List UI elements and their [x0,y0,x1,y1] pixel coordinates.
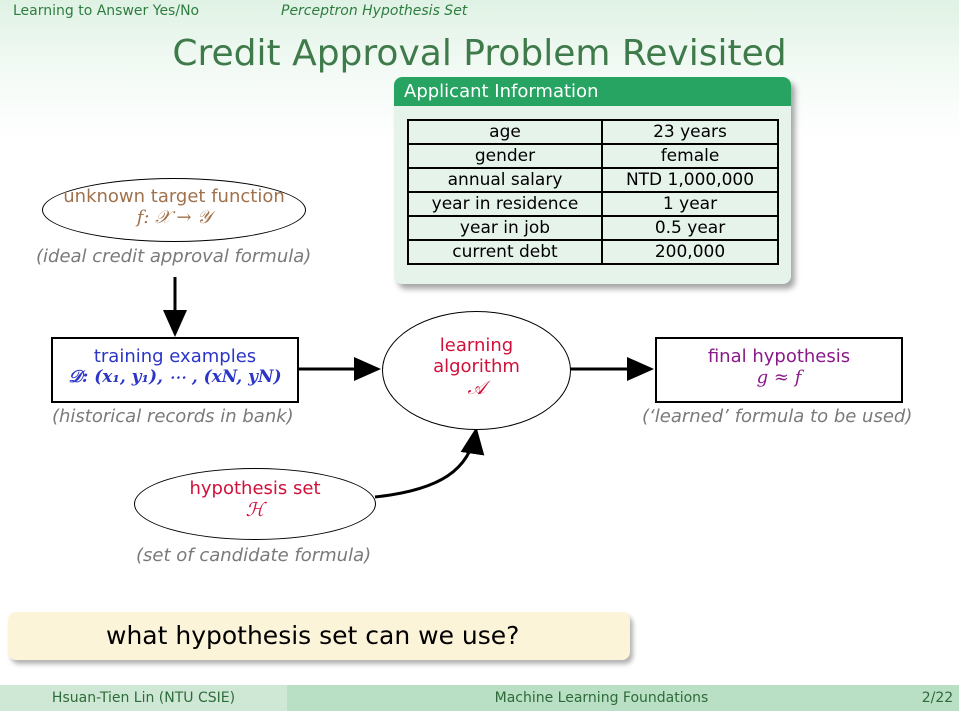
final-hypothesis-formula: g ≈ f [756,367,802,388]
applicant-key: year in job [407,215,603,241]
footer-course: Machine Learning Foundations [287,685,916,711]
learning-algorithm-node: learning algorithm 𝒜 [382,311,571,430]
applicant-value: 1 year [601,191,779,217]
hypothesis-set-node: hypothesis set ℋ [134,468,376,540]
target-function-formula: f: 𝒳 → 𝒴 [136,207,212,228]
question-box: what hypothesis set can we use? [8,612,630,660]
final-caption: (‘learned’ formula to be used) [642,406,913,427]
applicant-value: 0.5 year [601,215,779,241]
applicant-value: NTD 1,000,000 [601,167,779,193]
subsection-title: Perceptron Hypothesis Set [281,3,468,19]
section-title: Learning to Answer Yes/No [13,3,200,19]
applicant-key: current debt [407,239,603,265]
applicant-value: female [601,143,779,169]
training-examples-node: training examples 𝒟: (x₁, y₁), ⋯ , (xN, … [51,337,299,403]
arrow-hypothesis-to-algorithm [374,427,485,499]
hypothesis-caption: (set of candidate formula) [136,545,372,566]
training-caption: (historical records in bank) [52,406,294,427]
hypothesis-set-symbol: ℋ [245,499,265,521]
algorithm-label-1: learning [439,335,514,356]
slide-header: Learning to Answer Yes/No Perceptron Hyp… [0,0,959,22]
training-examples-formula: 𝒟: (x₁, y₁), ⋯ , (xN, yN) [68,367,282,387]
applicant-value: 23 years [601,119,779,145]
footer-author: Hsuan-Tien Lin (NTU CSIE) [0,685,287,711]
algorithm-symbol: 𝒜 [467,377,486,399]
training-examples-label: training examples [93,346,257,367]
applicant-key: annual salary [407,167,603,193]
applicant-info-heading: Applicant Information [394,77,791,106]
applicant-value: 200,000 [601,239,779,265]
algorithm-label-2: algorithm [433,356,520,377]
slide-footer: Hsuan-Tien Lin (NTU CSIE) Machine Learni… [0,685,959,711]
applicant-key: gender [407,143,603,169]
footer-page-number: 2/22 [916,685,959,711]
applicant-key: age [407,119,603,145]
final-hypothesis-node: final hypothesis g ≈ f [655,337,903,403]
hypothesis-set-label: hypothesis set [189,478,321,499]
final-hypothesis-label: final hypothesis [707,346,851,367]
slide-title: Credit Approval Problem Revisited [172,33,787,74]
applicant-key: year in residence [407,191,603,217]
target-function-node: unknown target function f: 𝒳 → 𝒴 [42,178,306,242]
target-caption: (ideal credit approval formula) [36,246,312,267]
target-function-label: unknown target function [63,186,285,207]
